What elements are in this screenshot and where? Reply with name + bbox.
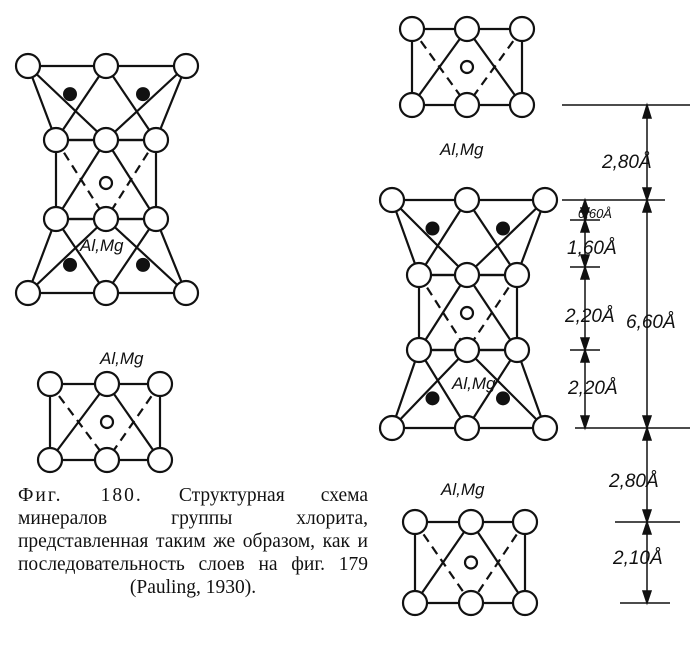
silicon-atom xyxy=(63,257,77,272)
oxygen-atom xyxy=(508,91,536,119)
oxygen-atom xyxy=(457,589,485,617)
oxygen-atom xyxy=(531,414,559,442)
oxygen-atom xyxy=(398,91,426,119)
al-mg-label-left-brucite: Al,Mg xyxy=(99,349,144,368)
oxygen-atom xyxy=(453,261,481,289)
oxygen-atom xyxy=(511,508,539,536)
dimension-6-60: 6,60Å xyxy=(626,312,676,333)
silicon-atom xyxy=(425,221,440,236)
oxygen-atom xyxy=(92,205,120,233)
oxygen-atom xyxy=(401,589,429,617)
dimension-1-60: 1,60Å xyxy=(567,238,617,259)
dimension-2-80-top: 2,80Å xyxy=(601,152,652,173)
oxygen-atom xyxy=(378,186,406,214)
oxygen-atom xyxy=(453,336,481,364)
oxygen-atom xyxy=(503,336,531,364)
oxygen-atom xyxy=(405,336,433,364)
oxygen-atom xyxy=(42,126,70,154)
oxygen-atom xyxy=(508,15,536,43)
dimension-0-60: 0,60Å xyxy=(578,206,612,221)
oxygen-atom xyxy=(453,15,481,43)
oxygen-atom xyxy=(142,205,170,233)
oxygen-atom xyxy=(92,279,120,307)
oxygen-atom xyxy=(92,52,120,80)
bond-line xyxy=(27,218,107,294)
oxygen-atom xyxy=(36,446,64,474)
dashed-bond xyxy=(466,274,518,351)
bond-line xyxy=(418,274,468,351)
dashed-bond xyxy=(411,28,468,106)
oxygen-atom xyxy=(453,186,481,214)
bond-line xyxy=(55,218,107,294)
dashed-bond xyxy=(49,383,108,461)
bond-line xyxy=(105,218,187,294)
bond-line xyxy=(466,199,518,276)
figure-caption: Фиг. 180. Структурная схема минералов гр… xyxy=(18,484,368,599)
bond-line xyxy=(418,199,468,276)
oxygen-atom xyxy=(14,52,42,80)
oxygen-atom xyxy=(405,261,433,289)
figure-caption-text: Структурная схема минералов группы хлори… xyxy=(18,485,368,598)
al-mg-atom xyxy=(459,59,475,75)
dashed-bond xyxy=(414,521,472,604)
dimension-2-80-bottom: 2,80Å xyxy=(608,471,659,492)
oxygen-atom xyxy=(172,279,200,307)
oxygen-atom xyxy=(511,589,539,617)
oxygen-atom xyxy=(146,370,174,398)
oxygen-atom xyxy=(172,52,200,80)
oxygen-atom xyxy=(36,370,64,398)
al-mg-label-right-top-brucite: Al,Mg xyxy=(439,140,484,159)
oxygen-atom xyxy=(401,508,429,536)
oxygen-atom xyxy=(457,508,485,536)
al-mg-atom xyxy=(99,414,115,430)
silicon-atom xyxy=(425,391,440,406)
oxygen-atom xyxy=(42,205,70,233)
bond-line xyxy=(55,65,107,141)
dimension-2-20-upper: 2,20Å xyxy=(564,306,615,327)
al-mg-label-left-octahedral: Al,Mg xyxy=(79,236,124,255)
oxygen-atom xyxy=(453,91,481,119)
bond-line xyxy=(105,65,157,141)
oxygen-atom xyxy=(142,126,170,154)
dimension-2-10: 2,10Å xyxy=(612,548,663,569)
silicon-atom xyxy=(63,87,77,102)
oxygen-atom xyxy=(531,186,559,214)
silicon-atom xyxy=(496,221,510,236)
bond-line xyxy=(27,65,107,141)
bond-line xyxy=(466,349,518,429)
oxygen-atom xyxy=(503,261,531,289)
dashed-bond xyxy=(106,383,161,461)
bond-line xyxy=(391,349,468,429)
bond-line xyxy=(418,349,468,429)
dashed-bond xyxy=(55,139,107,220)
bond-line xyxy=(105,65,187,141)
al-mg-label-right-bottom-brucite: Al,Mg xyxy=(440,480,485,499)
al-mg-atom xyxy=(463,555,479,570)
dashed-bond xyxy=(105,139,157,220)
bond-line xyxy=(105,218,157,294)
bond-line xyxy=(466,199,546,276)
oxygen-atom xyxy=(146,446,174,474)
oxygen-atom xyxy=(453,414,481,442)
oxygen-atom xyxy=(14,279,42,307)
oxygen-atom xyxy=(92,126,120,154)
silicon-atom xyxy=(136,257,150,272)
figure-label: Фиг. 180. xyxy=(18,485,143,506)
oxygen-atom xyxy=(93,446,121,474)
dimension-2-20-lower: 2,20Å xyxy=(567,378,618,399)
dashed-bond xyxy=(470,521,526,604)
bond-line xyxy=(391,199,468,276)
silicon-atom xyxy=(136,87,150,102)
al-mg-atom xyxy=(98,175,114,191)
al-mg-label-right-octahedral: Al,Mg xyxy=(451,374,496,393)
silicon-atom xyxy=(496,391,510,406)
oxygen-atom xyxy=(378,414,406,442)
bond-line xyxy=(466,349,546,429)
oxygen-atom xyxy=(93,370,121,398)
dashed-bond xyxy=(466,28,523,106)
al-mg-atom xyxy=(459,305,475,321)
oxygen-atom xyxy=(398,15,426,43)
